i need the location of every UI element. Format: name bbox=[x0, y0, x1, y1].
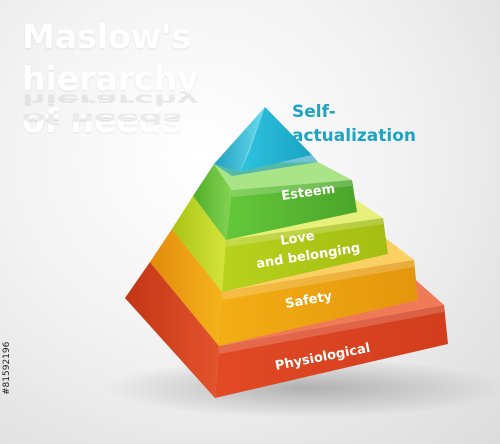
level-self-actualization bbox=[214, 107, 318, 176]
title-line-2: hierarchy bbox=[22, 59, 199, 98]
level-label-esteem: Esteem bbox=[280, 182, 336, 204]
level-label-love-line-1: Love bbox=[279, 229, 316, 249]
self-label-line-2: actualization bbox=[292, 126, 417, 146]
level-esteem bbox=[193, 162, 357, 240]
stock-image-id: #81592196 bbox=[2, 341, 12, 395]
title-line-3: of needs bbox=[22, 101, 183, 140]
self-actualization-label: Self- actualization bbox=[292, 100, 416, 148]
title-line-1: Maslow's bbox=[22, 17, 191, 56]
diagram-title: Maslow's hierarchy of needs bbox=[22, 16, 242, 142]
self-label-line-1: Self- bbox=[292, 102, 336, 122]
